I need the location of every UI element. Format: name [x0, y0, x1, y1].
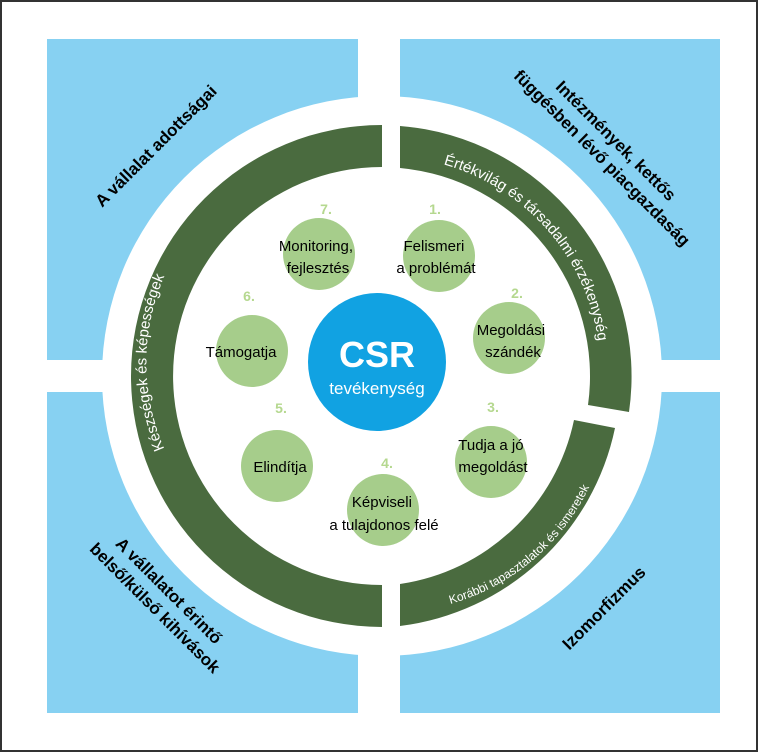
csr-subtitle: tevékenység — [329, 379, 424, 398]
step-6-circle — [216, 315, 288, 387]
step-3-circle — [455, 426, 527, 498]
step-5-circle — [241, 430, 313, 502]
step-2-line-2: szándék — [485, 344, 541, 361]
step-1-number: 1. — [429, 201, 441, 217]
step-2-line-1: Megoldási — [477, 322, 545, 339]
step-7: 7. Monitoring, fejlesztés — [279, 201, 357, 290]
step-4-line-2: a tulajdonos felé — [329, 517, 438, 534]
step-2-circle — [473, 302, 545, 374]
step-7-circle — [283, 218, 355, 290]
step-6-number: 6. — [243, 288, 255, 304]
step-7-line-1: Monitoring, — [279, 238, 353, 255]
step-5-label: Elindítja — [253, 459, 307, 476]
step-4-label: Képviseli a tulajdonos felé — [329, 494, 438, 534]
step-4: 4. Képviseli a tulajdonos felé — [329, 455, 439, 546]
step-2-label: Megoldási szándék — [477, 322, 550, 361]
step-4-number: 4. — [381, 455, 393, 471]
step-7-line-2: fejlesztés — [287, 260, 350, 277]
step-6: 6. Támogatja — [206, 288, 288, 387]
step-3-line-2: megoldást — [458, 459, 528, 476]
band-right-bottom — [400, 420, 615, 626]
step-4-circle — [347, 474, 419, 546]
step-2-number: 2. — [511, 285, 523, 301]
csr-center-circle — [308, 293, 446, 431]
step-2: 2. Megoldási szándék — [473, 285, 550, 374]
step-5: 5. Elindítja — [241, 400, 313, 502]
step-4-line-1: Képviseli — [352, 494, 412, 511]
step-1-line-2: a problémát — [396, 260, 476, 277]
step-1-line-1: Felismeri — [403, 238, 464, 255]
step-5-number: 5. — [275, 400, 287, 416]
band-right-top — [400, 126, 632, 412]
band-left — [131, 125, 382, 627]
csr-title: CSR — [339, 334, 415, 375]
step-3: 3. Tudja a jó megoldást — [455, 399, 528, 498]
step-7-number: 7. — [320, 201, 332, 217]
step-3-number: 3. — [487, 399, 499, 415]
step-3-label: Tudja a jó megoldást — [458, 437, 528, 476]
step-1-circle — [403, 220, 475, 292]
step-6-label: Támogatja — [206, 344, 278, 361]
step-1-label: Felismeri a problémát — [396, 238, 476, 277]
step-7-label: Monitoring, fejlesztés — [279, 238, 357, 277]
step-3-line-1: Tudja a jó — [458, 437, 523, 454]
step-1: 1. Felismeri a problémát — [396, 201, 476, 292]
